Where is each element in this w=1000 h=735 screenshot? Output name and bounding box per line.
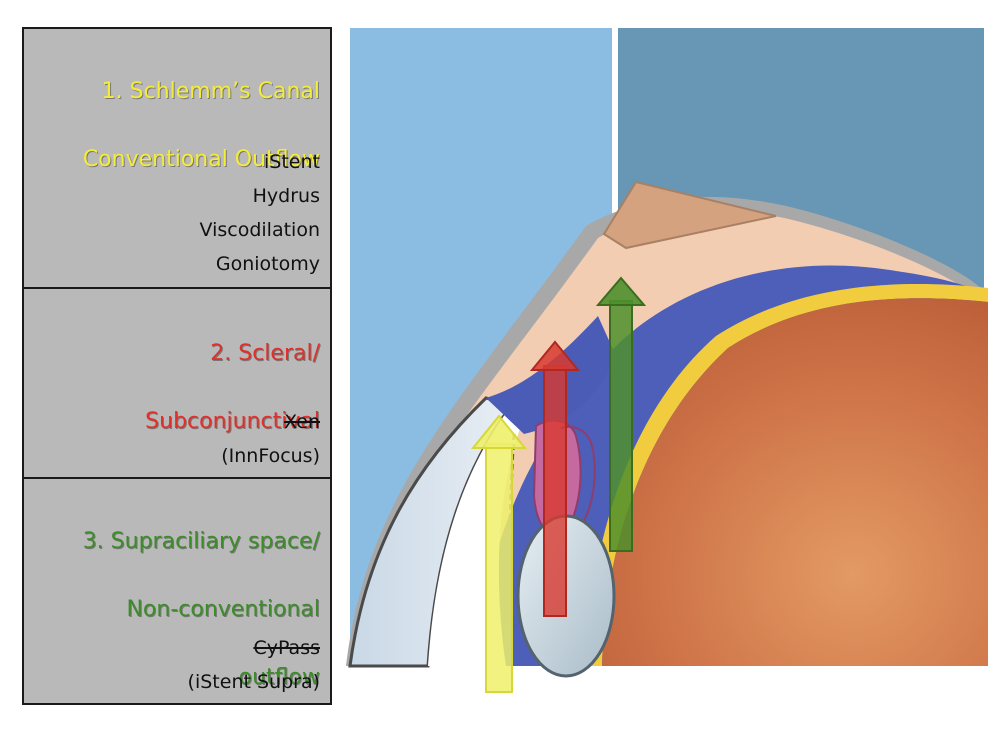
section-1-title-line2: Conventional Outflow (82, 147, 320, 172)
conjunctival-bleb (602, 180, 777, 250)
section-2-title-line1: 2. Scleral/ (210, 341, 320, 366)
list-item: Goniotomy (215, 253, 320, 275)
eye-anatomy-diagram (336, 28, 988, 706)
list-item-struck: Xen (284, 411, 320, 433)
section-1-items: iStent Hydrus Viscodilation Goniotomy (200, 145, 321, 281)
section-2-title: 2. Scleral/ Subconjunctival (145, 303, 320, 473)
list-item: iStent (264, 151, 320, 173)
legend-panel: 1. Schlemm’s Canal Conventional Outflow … (22, 27, 332, 705)
section-1-title-line1: 1. Schlemm’s Canal (101, 79, 320, 104)
bottom-white-band (336, 666, 988, 706)
yellow-arrow (470, 414, 528, 693)
list-item: (InnFocus) (221, 445, 320, 467)
section-3-title-line1: 3. Supraciliary space/ (82, 529, 320, 554)
section-2-items: Xen (InnFocus) (221, 405, 320, 473)
list-item: Viscodilation (199, 219, 321, 241)
green-arrow (595, 276, 647, 552)
section-2-title-line2: Subconjunctival (145, 409, 320, 434)
list-item-struck: CyPass (253, 637, 320, 659)
ciliary-fold (560, 425, 596, 525)
retina-layer (586, 284, 988, 666)
section-supraciliary-space: 3. Supraciliary space/ Non-conventional … (22, 477, 332, 705)
list-item: (iStent Supra) (187, 671, 320, 693)
red-arrow (529, 340, 581, 617)
section-schlemms-canal: 1. Schlemm’s Canal Conventional Outflow … (22, 27, 332, 289)
section-3-title-line3: outflow (238, 665, 320, 690)
section-scleral-subconjunctival: 2. Scleral/ Subconjunctival Xen (InnFocu… (22, 287, 332, 479)
section-3-title: 3. Supraciliary space/ Non-conventional … (83, 491, 320, 729)
list-item: Hydrus (252, 185, 320, 207)
section-3-title-line2: Non-conventional (126, 597, 320, 622)
vitreous-body (602, 298, 988, 666)
section-1-title: 1. Schlemm’s Canal Conventional Outflow (83, 41, 320, 211)
section-3-items: CyPass (iStent Supra) (188, 631, 320, 699)
